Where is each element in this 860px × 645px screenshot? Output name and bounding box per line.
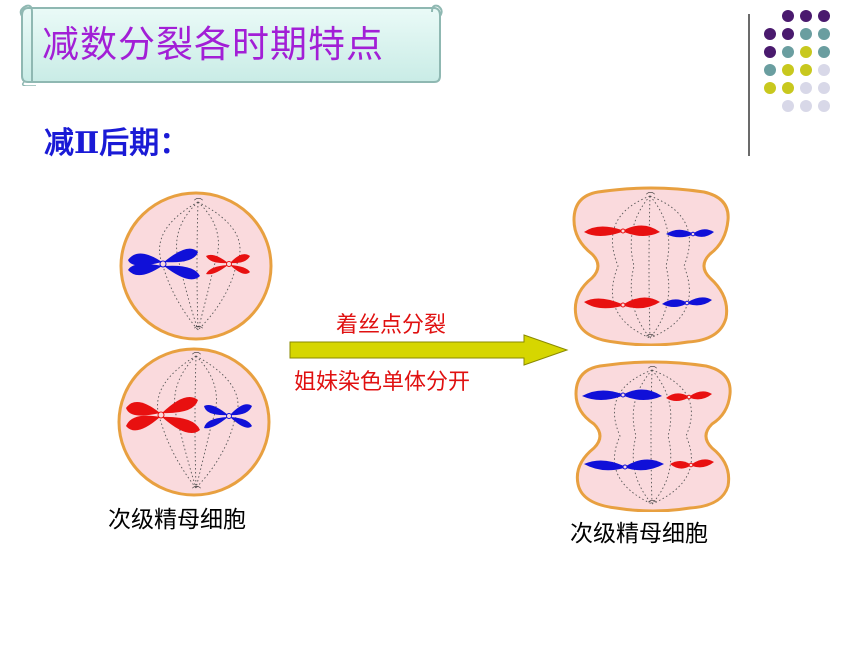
centriole-bottom-icon: ⌒ xyxy=(194,326,203,337)
red-chromosome xyxy=(126,396,200,434)
slide-title: 减数分裂各时期特点 xyxy=(42,23,384,66)
stage-subtitle: 减Ⅱ后期： xyxy=(44,126,190,161)
decorative-dot xyxy=(782,46,794,58)
spindle-fibers xyxy=(614,369,692,505)
red-chromatids xyxy=(666,391,714,469)
decorative-dot xyxy=(764,82,776,94)
decorative-dot xyxy=(818,46,830,58)
decorative-dot xyxy=(818,28,830,40)
decorative-dot xyxy=(800,82,812,94)
centriole-bottom-icon: ⌒ xyxy=(646,334,655,345)
arrow-label-sister-chromatids-separate: 姐妹染色单体分开 xyxy=(294,370,471,395)
decorative-dot xyxy=(782,100,794,112)
decorative-dot xyxy=(818,82,830,94)
process-arrow xyxy=(289,334,569,366)
arrow-label-centromere-split: 着丝点分裂 xyxy=(336,313,447,338)
red-chromosome xyxy=(206,254,250,275)
left-top-cell: ⌒ ⌒ xyxy=(119,191,273,341)
left-bottom-cell: ⌒ ⌒ xyxy=(117,347,271,497)
decorative-dot xyxy=(800,46,812,58)
centriole-top-icon: ⌒ xyxy=(192,352,201,363)
centriole-bottom-icon: ⌒ xyxy=(192,486,201,497)
centriole-top-icon: ⌒ xyxy=(194,198,203,209)
decorative-dot xyxy=(800,100,812,112)
left-cell-caption: 次级精母细胞 xyxy=(108,507,246,533)
decorative-dot xyxy=(764,28,776,40)
red-chromatids xyxy=(584,225,660,309)
right-top-dividing-cell: ⌒ ⌒ xyxy=(572,186,730,346)
decorative-dot xyxy=(818,100,830,112)
spindle-fibers xyxy=(612,195,690,339)
decorative-dot xyxy=(764,46,776,58)
centriole-top-icon: ⌒ xyxy=(646,192,655,203)
right-bottom-dividing-cell: ⌒ ⌒ xyxy=(574,360,732,512)
decorative-divider xyxy=(748,14,750,156)
decorative-dot xyxy=(818,10,830,22)
blue-chromatids xyxy=(662,229,714,307)
decorative-dot xyxy=(818,64,830,76)
decorative-dot-grid xyxy=(764,10,830,112)
centriole-top-icon: ⌒ xyxy=(648,366,657,377)
decorative-dot xyxy=(764,64,776,76)
centriole-bottom-icon: ⌒ xyxy=(648,500,657,511)
blue-chromosome xyxy=(204,404,252,429)
decorative-dot xyxy=(800,10,812,22)
right-cell-caption: 次级精母细胞 xyxy=(570,521,708,547)
title-banner xyxy=(19,4,443,86)
blue-chromatids xyxy=(582,389,664,471)
decorative-dot xyxy=(782,64,794,76)
blue-chromosome xyxy=(128,248,200,280)
decorative-dot xyxy=(782,10,794,22)
decorative-dot xyxy=(800,28,812,40)
decorative-dot xyxy=(782,82,794,94)
decorative-dot xyxy=(782,28,794,40)
decorative-dot xyxy=(800,64,812,76)
